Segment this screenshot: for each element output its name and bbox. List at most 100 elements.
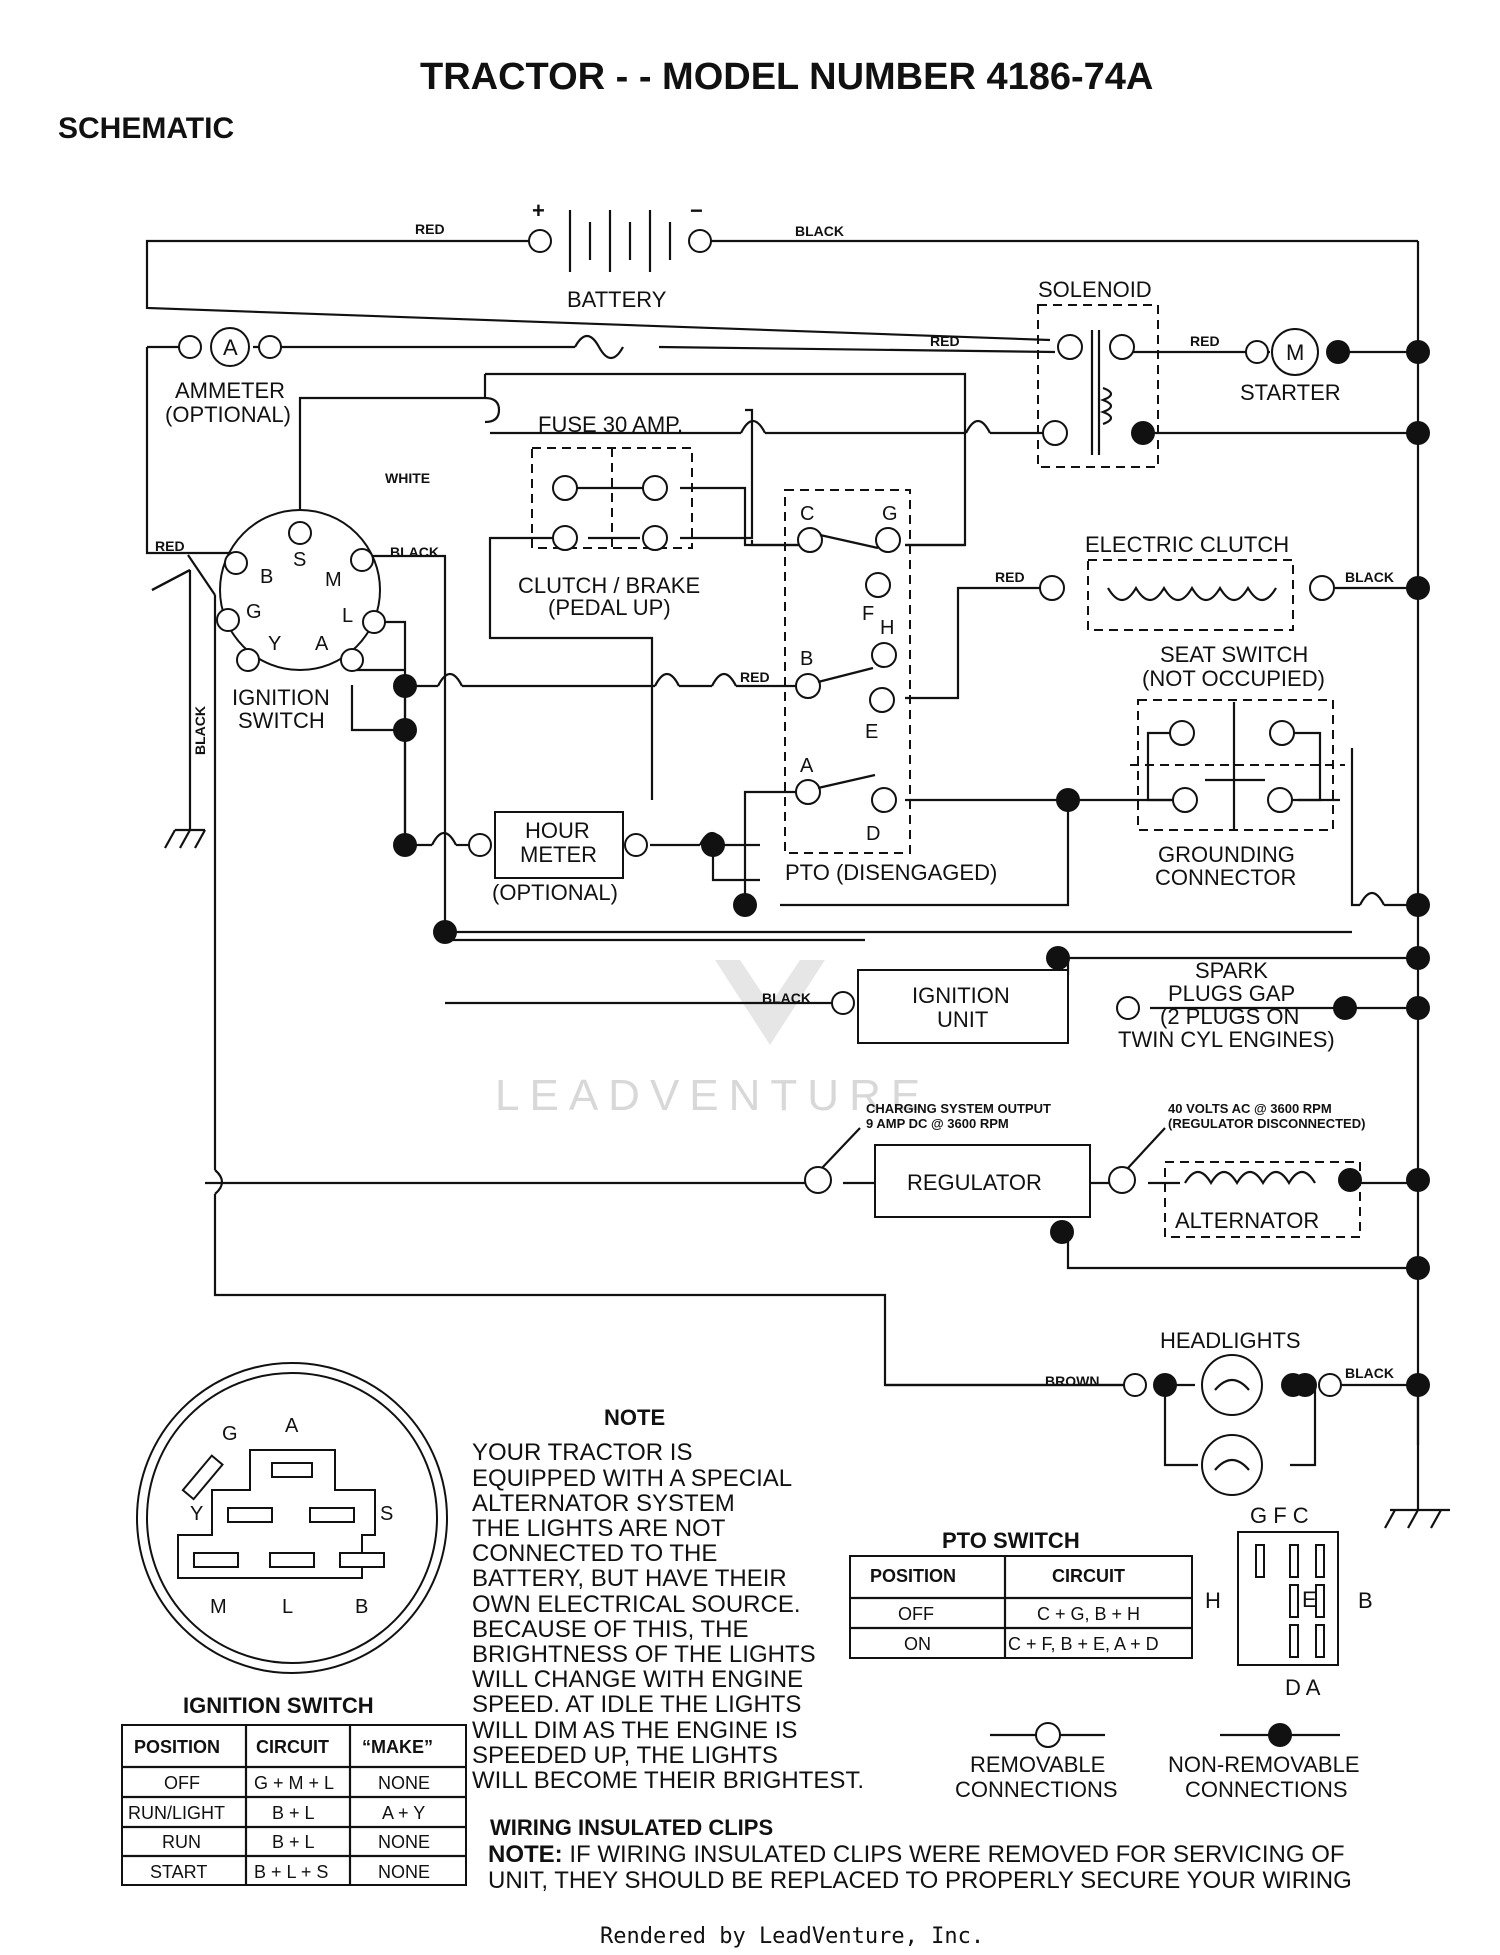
svg-text:9 AMP DC @ 3600 RPM: 9 AMP DC @ 3600 RPM — [866, 1116, 1009, 1131]
wire-color-labels: RED BLACK RED RED WHITE RED BLACK RED BL… — [155, 221, 1394, 1389]
svg-text:(REGULATOR DISCONNECTED): (REGULATOR DISCONNECTED) — [1168, 1116, 1365, 1131]
svg-text:HEADLIGHTS: HEADLIGHTS — [1160, 1328, 1301, 1353]
svg-text:C + G, B + H: C + G, B + H — [1037, 1604, 1140, 1624]
svg-text:A: A — [315, 633, 329, 655]
svg-text:CONNECTIONS: CONNECTIONS — [1185, 1777, 1348, 1802]
svg-text:M: M — [1286, 340, 1304, 365]
rendered-by-footer: Rendered by LeadVenture, Inc. — [600, 1924, 984, 1949]
svg-text:RUN: RUN — [162, 1832, 201, 1852]
svg-text:WILL BECOME THEIR BRIGHTEST.: WILL BECOME THEIR BRIGHTEST. — [472, 1767, 864, 1794]
svg-text:C: C — [800, 503, 814, 525]
battery-label: BATTERY — [567, 287, 667, 312]
svg-text:RED: RED — [930, 333, 960, 349]
svg-text:A: A — [223, 335, 238, 360]
svg-text:A + Y: A + Y — [382, 1803, 425, 1823]
headlights: HEADLIGHTS — [1123, 1328, 1430, 1496]
svg-text:SPEEDED UP, THE LIGHTS: SPEEDED UP, THE LIGHTS — [472, 1742, 778, 1769]
ignition-switch-table: IGNITION SWITCH POSITION CIRCUIT “MAKE” … — [121, 1693, 467, 1886]
battery: + − BATTERY — [528, 198, 712, 312]
svg-text:CIRCUIT: CIRCUIT — [256, 1737, 329, 1757]
svg-text:WIRING INSULATED CLIPS: WIRING INSULATED CLIPS — [490, 1815, 773, 1840]
alternator-note: NOTE YOUR TRACTOR IS EQUIPPED WITH A SPE… — [472, 1405, 864, 1794]
svg-text:B + L: B + L — [272, 1832, 315, 1852]
svg-text:(OPTIONAL): (OPTIONAL) — [165, 402, 291, 427]
svg-text:M: M — [325, 569, 342, 591]
schematic-label: SCHEMATIC — [58, 112, 234, 145]
svg-text:ALTERNATOR: ALTERNATOR — [1175, 1208, 1319, 1233]
svg-text:SPARK: SPARK — [1195, 958, 1268, 983]
svg-text:L: L — [282, 1596, 293, 1618]
svg-text:BLACK: BLACK — [762, 990, 811, 1006]
svg-text:YOUR TRACTOR IS: YOUR TRACTOR IS — [472, 1439, 692, 1466]
svg-text:Y: Y — [190, 1503, 203, 1525]
svg-text:UNIT, THEY SHOULD BE REPLACED: UNIT, THEY SHOULD BE REPLACED TO PROPERL… — [488, 1867, 1352, 1894]
starter-motor: M STARTER — [1240, 328, 1430, 405]
svg-text:S: S — [293, 549, 306, 571]
svg-text:NONE: NONE — [378, 1862, 430, 1882]
svg-text:OFF: OFF — [164, 1773, 200, 1793]
svg-text:RED: RED — [155, 538, 185, 554]
svg-text:THE LIGHTS ARE NOT: THE LIGHTS ARE NOT — [472, 1515, 726, 1542]
svg-text:IGNITION: IGNITION — [232, 685, 330, 710]
svg-text:BLACK: BLACK — [192, 706, 208, 755]
ammeter: A AMMETER (OPTIONAL) — [165, 327, 291, 427]
svg-text:NOTE: IF WIRING INSULATED CLIP: NOTE: IF WIRING INSULATED CLIPS WERE REM… — [488, 1841, 1345, 1868]
svg-text:BRIGHTNESS OF THE LIGHTS: BRIGHTNESS OF THE LIGHTS — [472, 1641, 816, 1668]
svg-text:STARTER: STARTER — [1240, 380, 1341, 405]
svg-text:OWN ELECTRICAL SOURCE.: OWN ELECTRICAL SOURCE. — [472, 1591, 801, 1618]
solenoid: SOLENOID — [1037, 277, 1159, 468]
svg-text:RUN/LIGHT: RUN/LIGHT — [128, 1803, 225, 1823]
svg-text:RED: RED — [740, 669, 770, 685]
clips-note: WIRING INSULATED CLIPS NOTE: IF WIRING I… — [488, 1815, 1352, 1894]
svg-text:SWITCH: SWITCH — [238, 708, 325, 733]
svg-text:(PEDAL UP): (PEDAL UP) — [548, 595, 671, 620]
svg-text:G: G — [222, 1423, 238, 1445]
svg-text:PTO SWITCH: PTO SWITCH — [942, 1528, 1080, 1553]
svg-text:START: START — [150, 1862, 207, 1882]
svg-text:CONNECTED TO THE: CONNECTED TO THE — [472, 1540, 717, 1567]
svg-text:BLACK: BLACK — [390, 544, 439, 560]
svg-text:WHITE: WHITE — [385, 470, 430, 486]
svg-text:BECAUSE OF THIS, THE: BECAUSE OF THIS, THE — [472, 1616, 749, 1643]
svg-text:E: E — [1302, 1587, 1317, 1612]
svg-text:D: D — [866, 823, 880, 845]
fuse-30-amp: FUSE 30 AMP. CLUTCH / BRAKE (PEDAL UP) — [518, 412, 700, 620]
svg-text:A: A — [800, 755, 814, 777]
svg-text:BLACK: BLACK — [1345, 569, 1394, 585]
svg-text:(2 PLUGS ON: (2 PLUGS ON — [1160, 1004, 1299, 1029]
svg-text:IGNITION SWITCH: IGNITION SWITCH — [183, 1693, 374, 1718]
svg-text:UNIT: UNIT — [937, 1007, 988, 1032]
svg-text:“MAKE”: “MAKE” — [362, 1737, 433, 1757]
svg-text:B + L: B + L — [272, 1803, 315, 1823]
svg-text:S: S — [380, 1503, 393, 1525]
svg-text:REGULATOR: REGULATOR — [907, 1170, 1042, 1195]
leadventure-watermark: LEADVENTURE — [495, 960, 930, 1120]
pto-switch: C G F H B E A D PTO (DISENGAGED) — [784, 489, 997, 885]
alternator: ALTERNATOR — [1164, 1161, 1430, 1280]
svg-text:AMMETER: AMMETER — [175, 378, 285, 403]
svg-text:M: M — [210, 1596, 227, 1618]
svg-text:C + F, B + E, A + D: C + F, B + E, A + D — [1008, 1634, 1159, 1654]
svg-text:G: G — [246, 601, 262, 623]
svg-text:B: B — [1358, 1588, 1373, 1613]
hour-meter: HOUR METER (OPTIONAL) — [468, 811, 725, 905]
svg-text:GROUNDING: GROUNDING — [1158, 842, 1295, 867]
svg-text:ON: ON — [904, 1634, 931, 1654]
wiring-paths — [145, 239, 1420, 1510]
svg-text:(OPTIONAL): (OPTIONAL) — [492, 880, 618, 905]
svg-text:RED: RED — [995, 569, 1025, 585]
svg-text:E: E — [865, 721, 878, 743]
svg-text:RED: RED — [1190, 333, 1220, 349]
svg-text:LEADVENTURE: LEADVENTURE — [495, 1071, 930, 1120]
svg-text:SOLENOID: SOLENOID — [1038, 277, 1152, 302]
svg-text:B: B — [800, 648, 813, 670]
pto-switch-table: PTO SWITCH POSITION CIRCUIT OFF C + G, B… — [849, 1528, 1193, 1659]
svg-text:G: G — [882, 503, 898, 525]
svg-text:BROWN: BROWN — [1045, 1373, 1099, 1389]
ignition-switch: S B M G L Y A IGNITION SWITCH — [216, 509, 386, 733]
svg-text:NON-REMOVABLE: NON-REMOVABLE — [1168, 1752, 1360, 1777]
svg-text:H: H — [880, 617, 894, 639]
svg-text:PLUGS GAP: PLUGS GAP — [1168, 981, 1295, 1006]
svg-text:G + M + L: G + M + L — [254, 1773, 334, 1793]
